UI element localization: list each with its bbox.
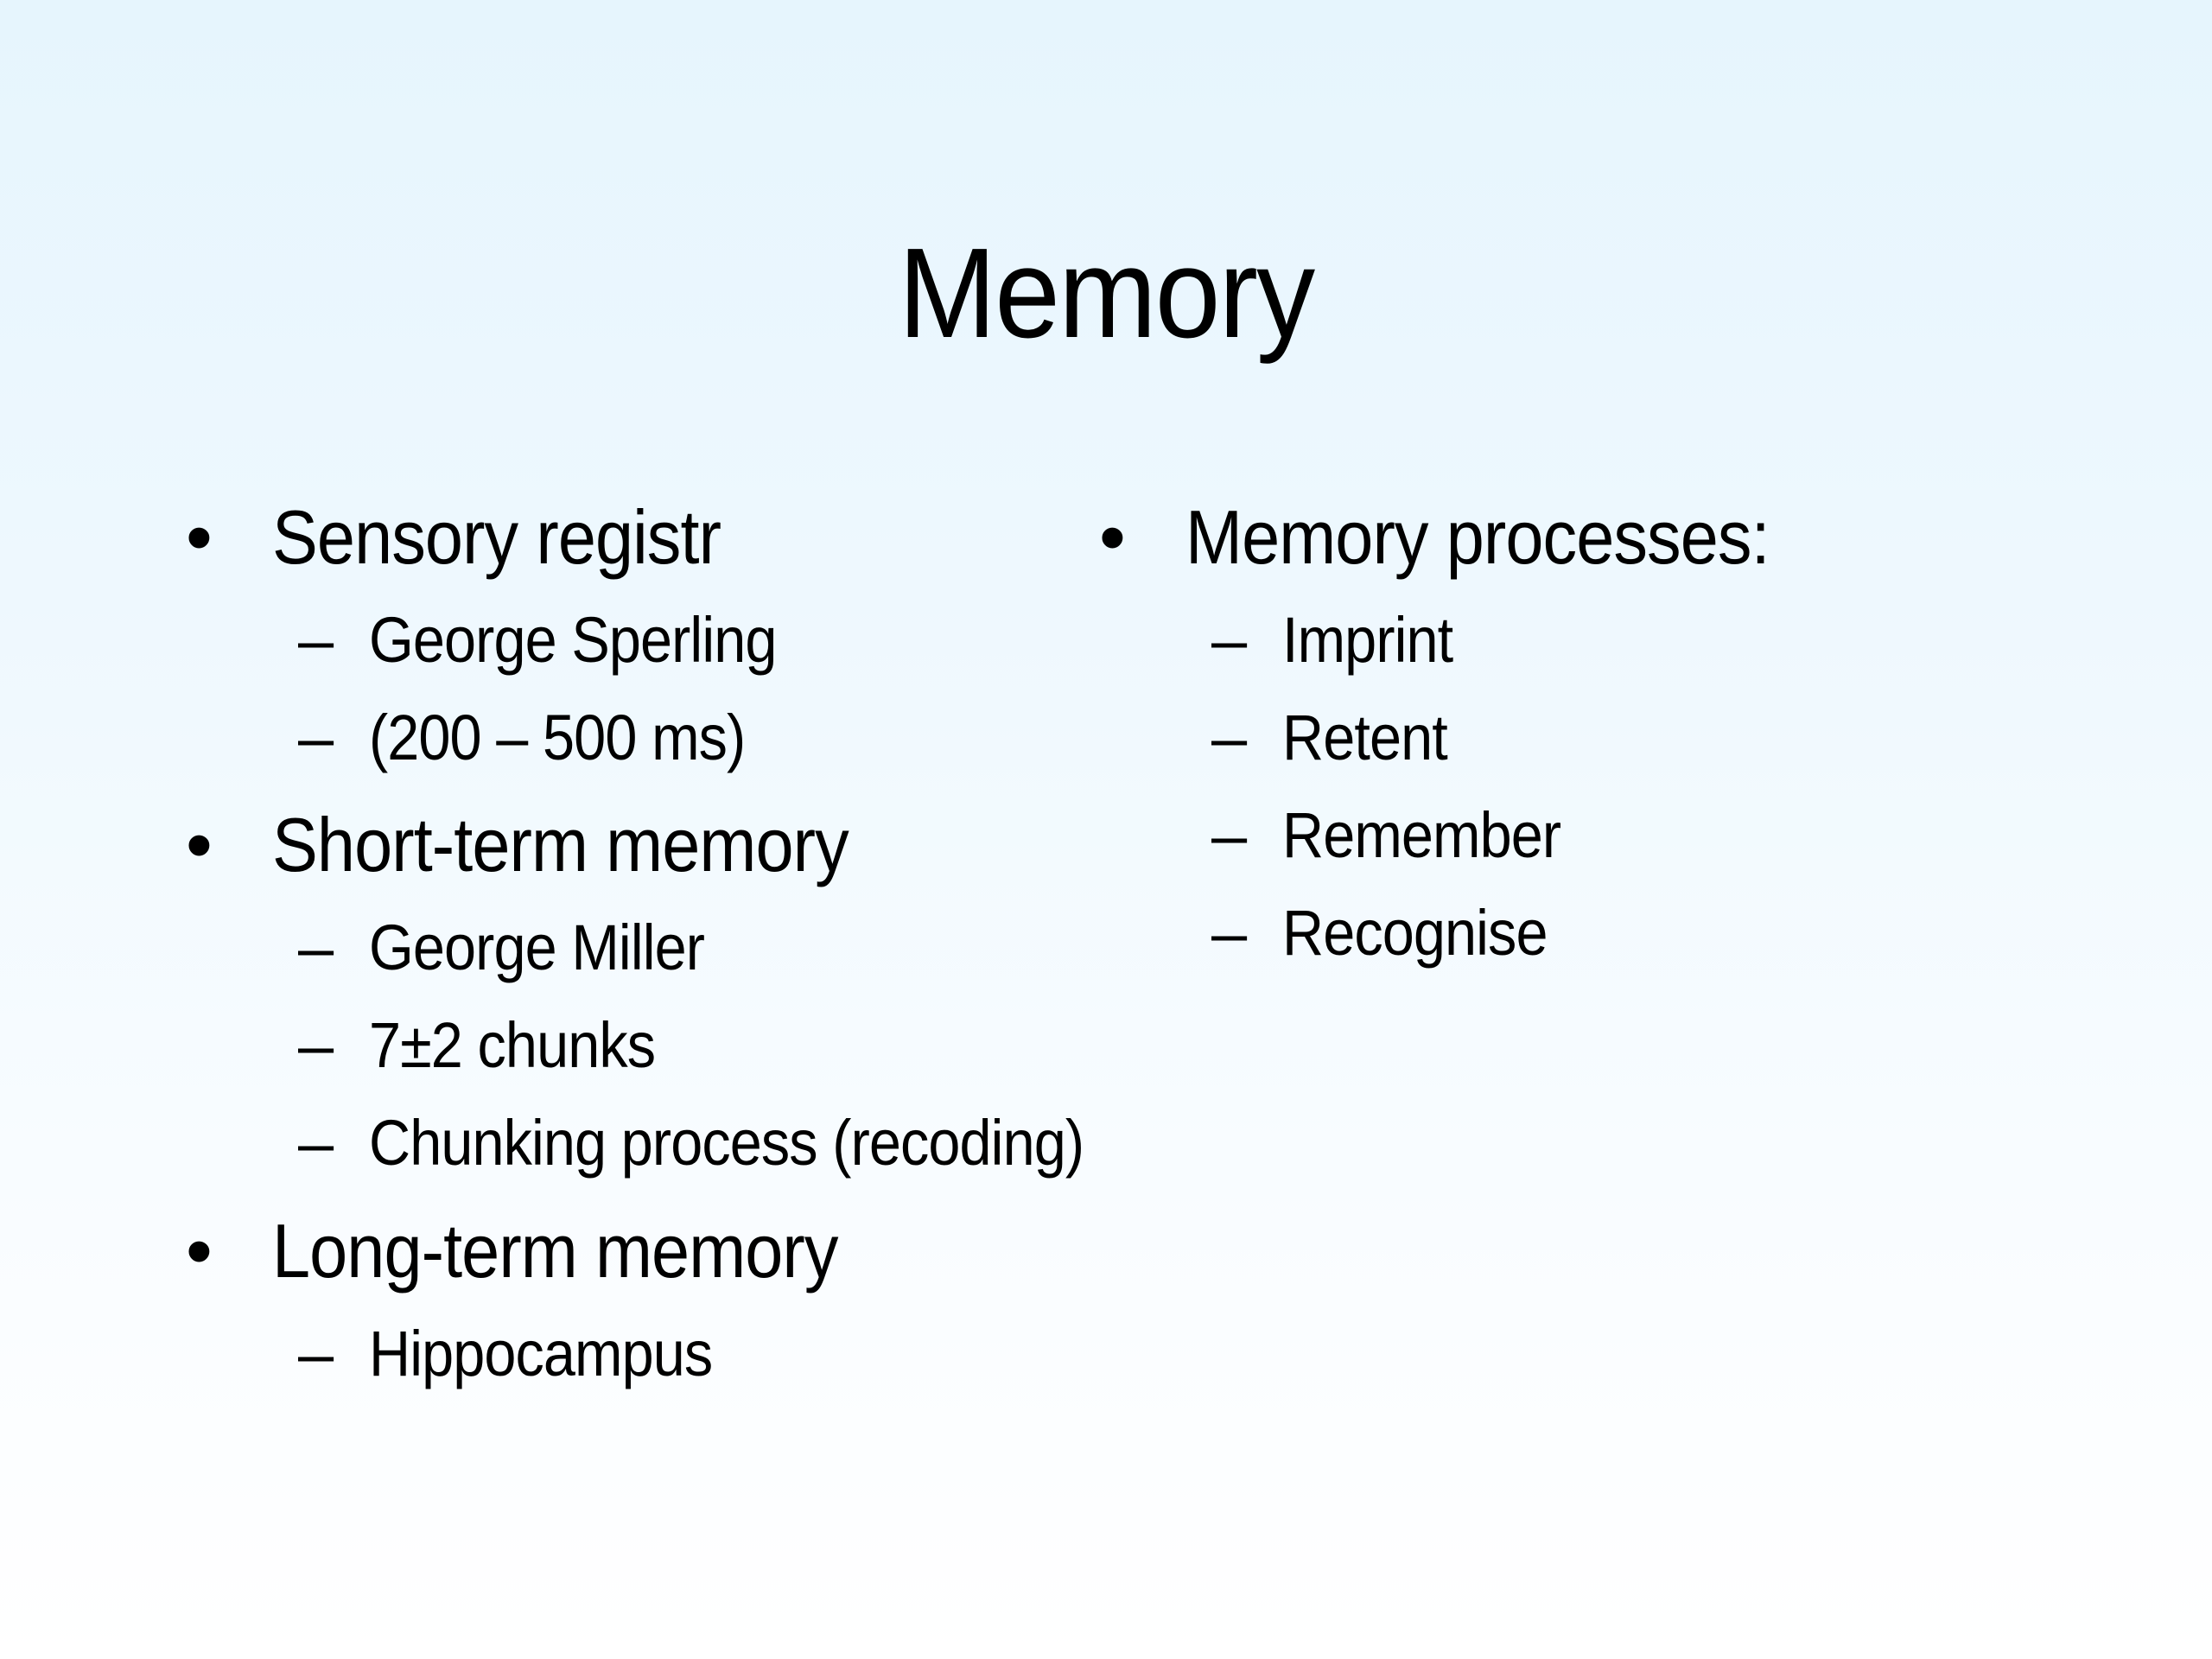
sub-bullet-text: (200 – 500 ms) [369,702,746,773]
sub-bullet-text: Hippocampus [369,1318,713,1389]
sub-bullet-marker: – [298,604,334,676]
bullet-marker: • [186,802,213,887]
sub-bullet-text: George Miller [369,912,705,983]
sub-bullet-text: Retent [1282,702,1448,773]
sub-bullet-text: Recognise [1282,897,1548,969]
sub-bullet-marker: – [298,1009,334,1081]
bullet-text: Long-term memory [272,1208,838,1294]
bullet-marker: • [186,1208,213,1294]
sub-bullet-marker: – [298,1318,334,1389]
bullet-marker: • [186,494,213,580]
sub-bullet-text: Remember [1282,799,1561,871]
sub-bullet-text: George Sperling [369,604,777,676]
sub-bullet-text: 7±2 chunks [369,1009,656,1081]
sub-bullet-marker: – [1211,702,1248,773]
bullet-text: Memory processes: [1185,494,1770,580]
bullet-text: Short-term memory [272,802,849,887]
sub-bullet-marker: – [298,912,334,983]
bullet-marker: • [1099,494,1126,580]
sub-bullet-marker: – [1211,897,1248,969]
sub-bullet-marker: – [1211,799,1248,871]
sub-bullet-marker: – [1211,604,1248,676]
sub-bullet-marker: – [298,1107,334,1179]
sub-bullet-marker: – [298,702,334,773]
sub-bullet-text: Imprint [1282,604,1453,676]
sub-bullet-text: Chunking process (recoding) [369,1107,1084,1179]
slide-title: Memory [898,222,1316,365]
bullet-text: Sensory registr [272,494,721,580]
